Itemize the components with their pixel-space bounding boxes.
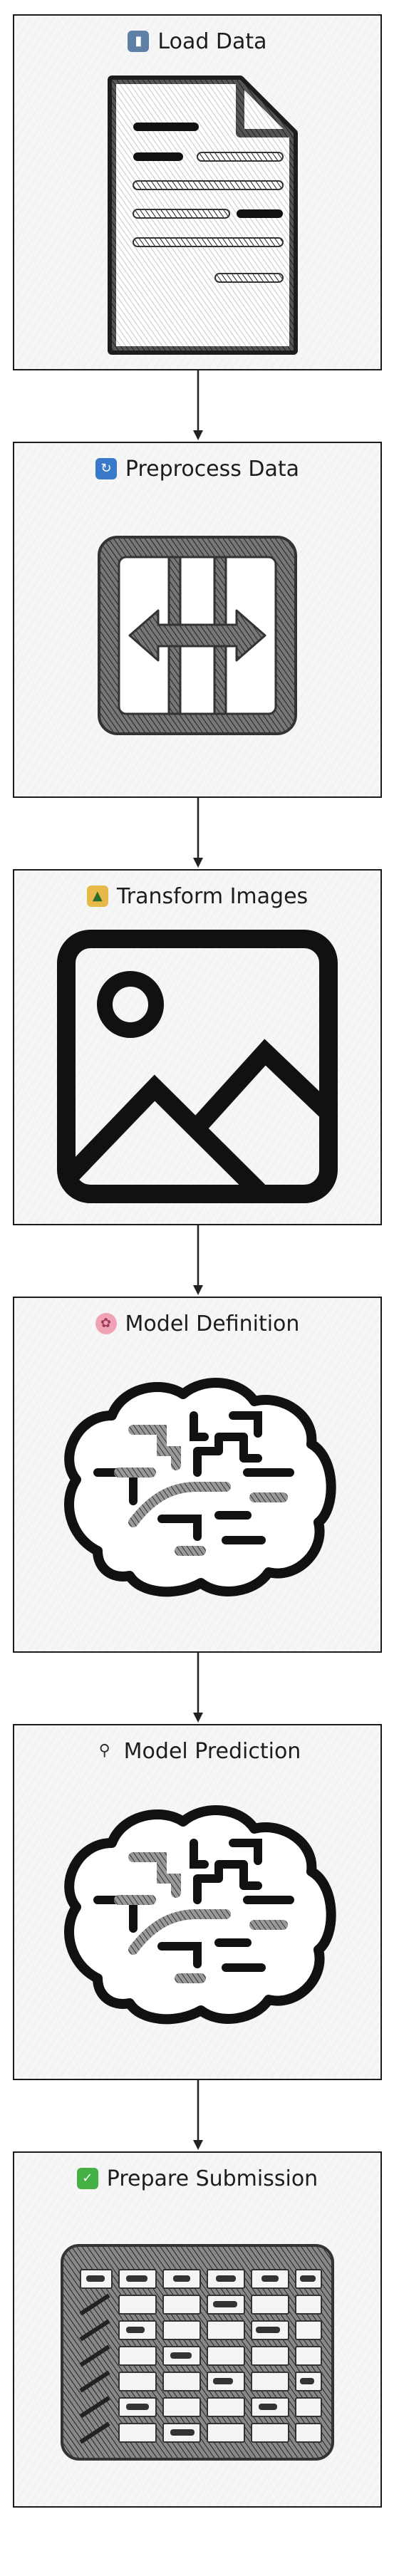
step-title-row: ▲ Transform Images xyxy=(14,871,380,922)
flow-arrow xyxy=(193,370,203,442)
flow-arrow xyxy=(193,1653,203,1724)
step-title-row: ⚲ Model Prediction xyxy=(14,1725,380,1777)
step-title: Prepare Submission xyxy=(106,2166,318,2191)
magnifier-icon: ⚲ xyxy=(98,1742,110,1760)
check-icon: ✓ xyxy=(76,2168,98,2189)
step-card-preprocess-data: ↻ Preprocess Data xyxy=(13,442,382,798)
step-title: Model Prediction xyxy=(123,1738,301,1764)
step-title-row: ▮ Load Data xyxy=(14,16,380,67)
step-card-prepare-submission: ✓ Prepare Submission xyxy=(13,2151,382,2508)
exchange-illustration xyxy=(98,536,297,735)
step-title: Preprocess Data xyxy=(125,456,300,482)
brain-illustration xyxy=(64,1805,336,2025)
step-title-row: ✓ Prepare Submission xyxy=(14,2153,380,2204)
step-card-model-definition: ✿ Model Definition xyxy=(13,1297,382,1653)
step-card-transform-images: ▲ Transform Images xyxy=(13,869,382,1225)
flow-arrow xyxy=(193,1225,203,1297)
step-title: Load Data xyxy=(157,28,267,54)
refresh-icon: ↻ xyxy=(95,458,117,479)
step-title: Model Definition xyxy=(125,1311,300,1336)
folder-icon: ▮ xyxy=(128,31,150,52)
picture-icon: ▲ xyxy=(86,886,108,907)
step-title-row: ✿ Model Definition xyxy=(14,1298,380,1349)
document-illustration xyxy=(108,76,298,355)
flow-arrow xyxy=(193,2080,203,2151)
table-illustration xyxy=(61,2244,334,2461)
step-title: Transform Images xyxy=(116,883,309,909)
brain-icon: ✿ xyxy=(95,1313,117,1334)
flow-arrow xyxy=(193,798,203,869)
step-title-row: ↻ Preprocess Data xyxy=(14,443,380,494)
step-card-load-data: ▮ Load Data xyxy=(13,14,382,370)
image-illustration xyxy=(57,930,338,1203)
brain-illustration xyxy=(64,1378,336,1597)
step-card-model-prediction: ⚲ Model Prediction xyxy=(13,1724,382,2080)
